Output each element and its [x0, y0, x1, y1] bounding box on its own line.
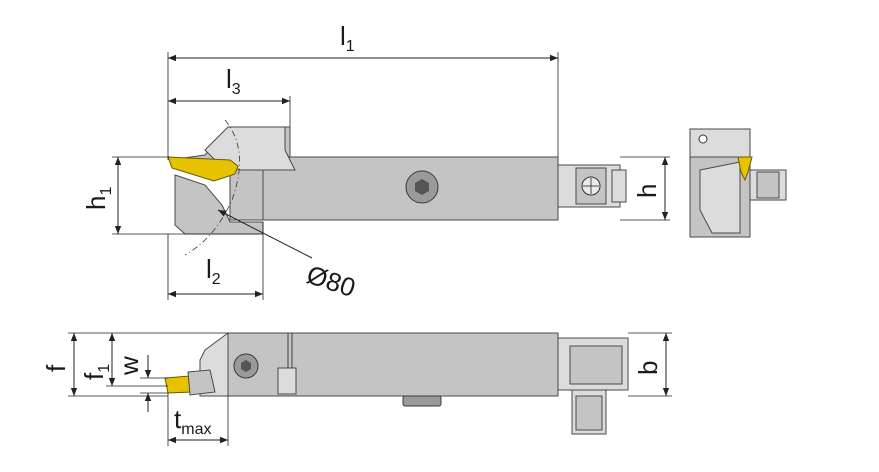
label-b: b	[633, 361, 663, 375]
cutting-insert	[167, 156, 239, 182]
label-l2-sub: 2	[212, 271, 221, 288]
label-tmax: t	[174, 404, 182, 434]
label-tmax-sub: max	[181, 421, 211, 438]
label-w: w	[114, 356, 144, 376]
svg-text:l3: l3	[226, 64, 241, 98]
side-view	[167, 119, 627, 256]
label-h1: h	[81, 196, 111, 210]
label-l3: l	[226, 64, 232, 94]
svg-text:l1: l1	[340, 21, 355, 55]
label-f1-sub: 1	[96, 364, 113, 373]
top-view	[164, 332, 629, 435]
label-diameter: Ø80	[303, 259, 359, 303]
dimension-l2: l2	[167, 222, 264, 300]
dimension-tmax: tmax	[167, 393, 229, 446]
label-f1: f	[79, 372, 109, 380]
end-view-hole	[698, 134, 708, 144]
dimension-f: f	[41, 332, 228, 397]
saw-diameter-arc	[184, 119, 240, 256]
label-f: f	[41, 364, 71, 372]
end-view-fitting-nut	[756, 171, 780, 199]
end-view-lower	[699, 161, 741, 234]
label-l1: l	[340, 21, 346, 51]
dimension-h: h	[620, 156, 670, 221]
top-view-insert	[164, 375, 193, 394]
dimension-b: b	[628, 332, 672, 397]
label-l1-sub: 1	[346, 38, 355, 55]
end-view-insert	[737, 156, 753, 182]
svg-text:f1: f1	[79, 364, 113, 380]
dimension-l1: l1	[167, 21, 559, 160]
dimension-w: w	[114, 355, 168, 412]
top-view-hex-icon	[241, 360, 251, 372]
dimension-h1: h1	[81, 156, 263, 235]
label-h1-sub: 1	[98, 187, 115, 196]
label-h: h	[632, 184, 662, 198]
top-view-fitting-nut	[569, 345, 623, 385]
label-l2: l	[206, 254, 212, 284]
svg-text:l2: l2	[206, 254, 221, 288]
top-view-lug	[402, 395, 442, 407]
svg-text:tmax: tmax	[174, 404, 211, 438]
top-view-insert-holder	[187, 369, 216, 396]
hex-socket-icon	[415, 179, 429, 195]
end-view-top-plate	[689, 128, 751, 158]
dimension-l3: l3	[168, 64, 291, 127]
top-view-slot	[277, 367, 297, 395]
end-view	[689, 128, 787, 238]
coolant-fitting-tail	[611, 169, 627, 203]
top-view-fitting-down-nut	[575, 395, 603, 431]
dimension-f1: f1	[79, 333, 168, 387]
svg-text:h1: h1	[81, 187, 115, 210]
label-l3-sub: 3	[232, 81, 241, 98]
